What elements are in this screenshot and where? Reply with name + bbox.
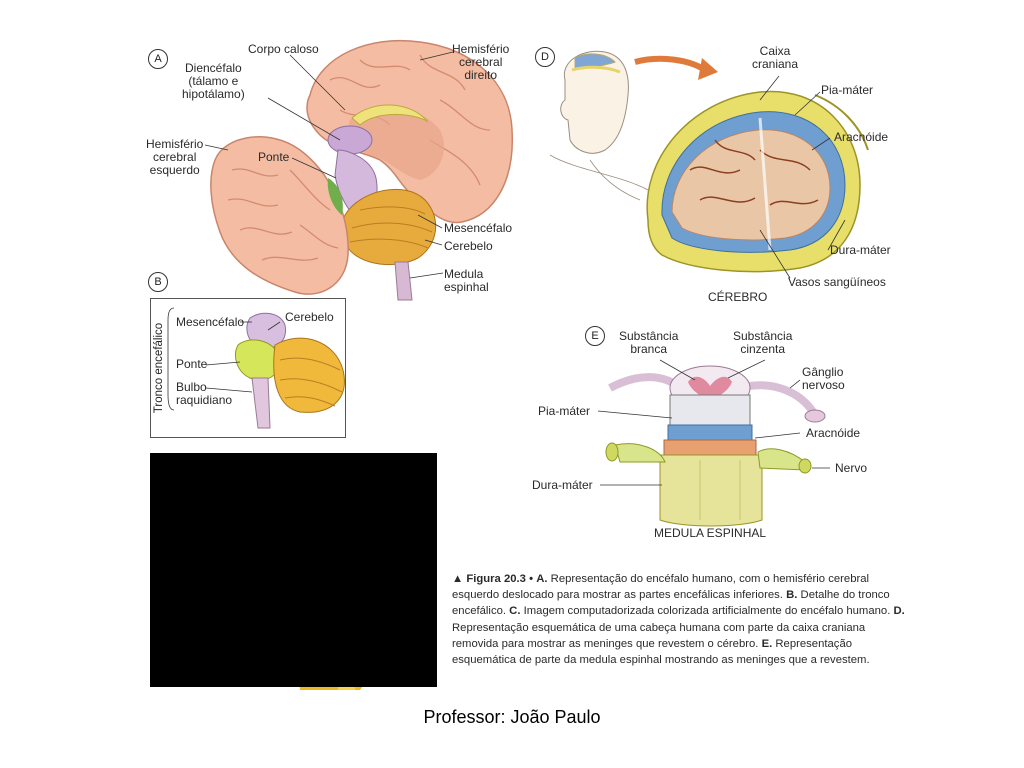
caption-c-text: Imagem computadorizada colorizada artifi… xyxy=(520,605,894,618)
label-cerebelo-b: Cerebelo xyxy=(285,310,334,324)
label-dura-mater-d: Dura-máter xyxy=(830,243,891,257)
label-mesencefalo-a: Mesencéfalo xyxy=(444,221,513,235)
diencephalon xyxy=(327,125,373,155)
label-substancia-cinzenta: Substância cinzenta xyxy=(733,329,793,356)
panel-a-drawing xyxy=(204,39,514,301)
caption-e-text: Representação esquemática de parte da me… xyxy=(452,637,870,667)
label-substancia-branca: Substância branca xyxy=(619,329,679,356)
panel-tag-b: B xyxy=(148,272,168,292)
panel-tag-d: D xyxy=(535,47,555,67)
panel-b-drawing xyxy=(167,307,345,429)
caption-b-text: Detalhe do tronco encefálico. xyxy=(452,589,890,618)
caption-e-key: E. xyxy=(761,637,773,650)
label-pia-mater-d: Pia-máter xyxy=(821,83,874,97)
label-caixa-craniana: Caixa craniana xyxy=(752,44,799,71)
dura-cylinder xyxy=(659,454,763,527)
footer-professor: Professor: João Paulo xyxy=(423,707,601,727)
label-hemisferio-esquerdo: Hemisfério cerebral esquerdo xyxy=(146,137,204,177)
spinal-cord-a xyxy=(394,261,413,301)
panel-e-drawing xyxy=(597,359,830,527)
panel-tag-e: E xyxy=(585,326,605,346)
label-medula-a: Medula espinhal xyxy=(444,267,489,294)
panel-d-drawing xyxy=(549,50,869,279)
caption-b-key: B. xyxy=(786,589,798,602)
label-aracnoide-d: Aracnóide xyxy=(834,130,889,144)
figure-caption: ▲ Figura 20.3 • A. Representação do encé… xyxy=(452,571,907,668)
caption-d-text: Representação esquemática de uma cabeça … xyxy=(452,621,866,650)
label-corpo-caloso: Corpo caloso xyxy=(248,42,319,56)
label-nervo: Nervo xyxy=(835,461,868,475)
label-pia-mater-e: Pia-máter xyxy=(538,404,591,418)
caption-a-text: Representação do encéfalo humano, com o … xyxy=(452,573,870,602)
label-aracnoide-e: Aracnóide xyxy=(806,426,861,440)
label-ganglio: Gânglio nervoso xyxy=(802,365,845,392)
label-ponte-b: Ponte xyxy=(176,357,208,371)
label-diencefalo: Diencéfalo (tálamo e hipotálamo) xyxy=(182,61,245,101)
label-medula-espinhal: MEDULA ESPINHAL xyxy=(654,526,767,540)
label-cerebelo-a: Cerebelo xyxy=(444,239,493,253)
caption-c-key: C. xyxy=(509,605,521,618)
caption-d-key: D. xyxy=(893,605,905,618)
caption-figure: ▲ Figura 20.3 • xyxy=(452,573,534,585)
panel-tag-a: A xyxy=(148,49,168,69)
label-cerebro: CÉREBRO xyxy=(708,290,768,304)
label-mesencefalo-b: Mesencéfalo xyxy=(176,315,245,329)
panel-b-frame xyxy=(150,298,346,438)
corpus-callosum xyxy=(351,104,429,126)
left-hemisphere xyxy=(210,136,349,295)
label-hemisferio-direito: Hemisfério cerebral direito xyxy=(452,42,510,82)
caption-a-key: A. xyxy=(536,573,548,585)
label-bulbo: Bulbo raquidiano xyxy=(176,380,233,407)
label-ponte-a: Ponte xyxy=(258,150,290,164)
panel-c-frame xyxy=(150,453,437,687)
label-vasos: Vasos sangüíneos xyxy=(788,275,886,289)
label-dura-mater-e: Dura-máter xyxy=(532,478,593,492)
label-tronco-encefalico: Tronco encefálico xyxy=(153,322,165,414)
